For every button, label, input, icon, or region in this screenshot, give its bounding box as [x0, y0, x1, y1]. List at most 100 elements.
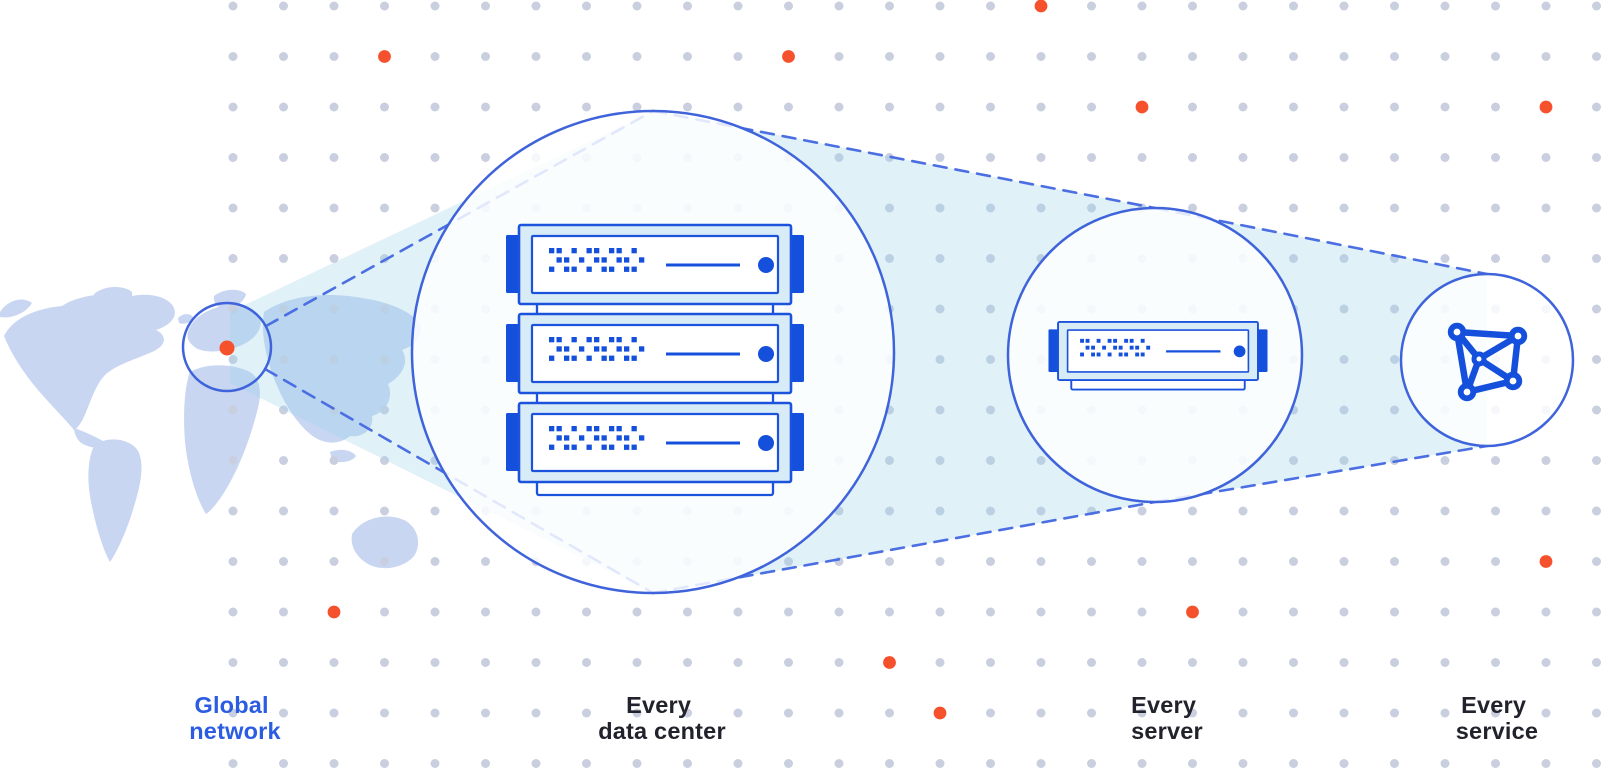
led-matrix-dot — [579, 346, 585, 352]
grid-dot — [329, 759, 339, 768]
world-map-icon — [0, 286, 421, 569]
grid-dot — [1036, 102, 1046, 112]
grid-dot — [1137, 1, 1147, 11]
led-matrix-dot — [571, 444, 577, 450]
grid-dot — [935, 506, 945, 516]
grid-dot — [1036, 203, 1046, 213]
accent-dot — [1034, 0, 1048, 13]
grid-dot — [1188, 658, 1197, 667]
led-matrix-dot — [594, 346, 600, 352]
grid-dot — [279, 153, 288, 162]
grid-dot — [683, 52, 692, 61]
grid-dot — [430, 759, 440, 768]
led-matrix-dot — [594, 248, 600, 254]
led-matrix-dot — [1091, 345, 1096, 350]
grid-dot — [582, 607, 591, 617]
grid-dot — [683, 1, 692, 11]
led-matrix-dot — [1102, 345, 1107, 350]
server-unit-1 — [506, 223, 804, 306]
led-matrix-dot — [564, 257, 570, 263]
grid-dot — [430, 1, 440, 11]
grid-dot — [1440, 52, 1450, 61]
grid-dot — [430, 658, 440, 667]
accent-dot — [378, 50, 391, 63]
grid-dot — [279, 254, 288, 263]
accent-dot — [883, 656, 896, 669]
grid-dot — [531, 102, 541, 112]
grid-dot — [329, 52, 339, 61]
grid-dot — [1289, 607, 1298, 617]
grid-dot — [430, 708, 440, 718]
label-line: network — [189, 718, 281, 744]
grid-dot — [1592, 557, 1601, 566]
grid-dot — [935, 607, 945, 617]
grid-dot — [885, 102, 894, 112]
grid-dot — [1087, 203, 1096, 213]
grid-dot — [430, 153, 440, 162]
grid-dot — [935, 102, 945, 112]
led-matrix-dot — [616, 257, 622, 263]
grid-dot — [1541, 1, 1551, 11]
grid-dot — [228, 1, 238, 11]
grid-dot — [1188, 1, 1197, 11]
grid-dot — [1036, 759, 1046, 768]
grid-dot — [986, 759, 995, 768]
grid-dot — [329, 304, 339, 314]
grid-dot — [1137, 52, 1147, 61]
grid-dot — [329, 708, 339, 718]
grid-dot — [380, 153, 389, 162]
grid-dot — [1036, 607, 1046, 617]
grid-dot — [986, 52, 995, 61]
led-matrix-dot — [1085, 345, 1090, 350]
grid-dot — [885, 607, 894, 617]
grid-dot — [531, 658, 541, 667]
mesh-node — [1508, 326, 1528, 346]
grid-dot — [531, 708, 541, 718]
led-matrix-dot — [601, 346, 607, 352]
grid-dot — [279, 304, 288, 314]
label-global-network: Global network — [189, 692, 281, 744]
grid-dot — [683, 102, 692, 112]
server-face-panel — [530, 234, 780, 295]
grid-dot — [784, 102, 793, 112]
grid-dot — [935, 1, 945, 11]
grid-dot — [683, 658, 692, 667]
grid-dot — [1440, 759, 1450, 768]
server-unit-2 — [506, 312, 804, 395]
grid-dot — [1339, 506, 1349, 516]
led-matrix-dot — [1096, 352, 1101, 357]
grid-dot — [1491, 1, 1500, 11]
led-matrix-dot — [1113, 345, 1118, 350]
led-matrix-dot — [579, 435, 585, 441]
accent-dot — [933, 706, 947, 720]
grid-dot — [1390, 607, 1399, 617]
grid-dot — [632, 708, 642, 718]
grid-dot — [834, 102, 844, 112]
grid-dot — [834, 52, 844, 61]
grid-dot — [430, 557, 440, 566]
led-matrix-dot — [1118, 345, 1123, 350]
led-matrix-dot — [616, 248, 622, 254]
grid-dot — [228, 557, 238, 566]
server-face-panel — [530, 323, 780, 384]
led-matrix-dot — [624, 257, 630, 263]
grid-dot — [1188, 759, 1197, 768]
grid-dot — [1541, 153, 1551, 162]
server-unit-icon — [1048, 321, 1268, 391]
grid-dot — [986, 203, 995, 213]
grid-dot — [279, 456, 288, 465]
led-matrix-dot — [1091, 352, 1096, 357]
grid-dot — [1491, 557, 1500, 566]
led-matrix-dot — [549, 248, 555, 254]
led-matrix-dot — [556, 426, 562, 432]
led-matrix-dot — [631, 426, 637, 432]
led-matrix-dot — [1085, 338, 1090, 343]
accent-dot — [1539, 555, 1553, 568]
led-matrix-dot — [1113, 338, 1118, 343]
grid-dot — [1440, 153, 1450, 162]
grid-dot — [935, 304, 945, 314]
grid-dot — [1541, 203, 1551, 213]
grid-dot — [733, 102, 743, 112]
grid-dot — [1592, 52, 1601, 61]
grid-dot — [1390, 355, 1399, 364]
